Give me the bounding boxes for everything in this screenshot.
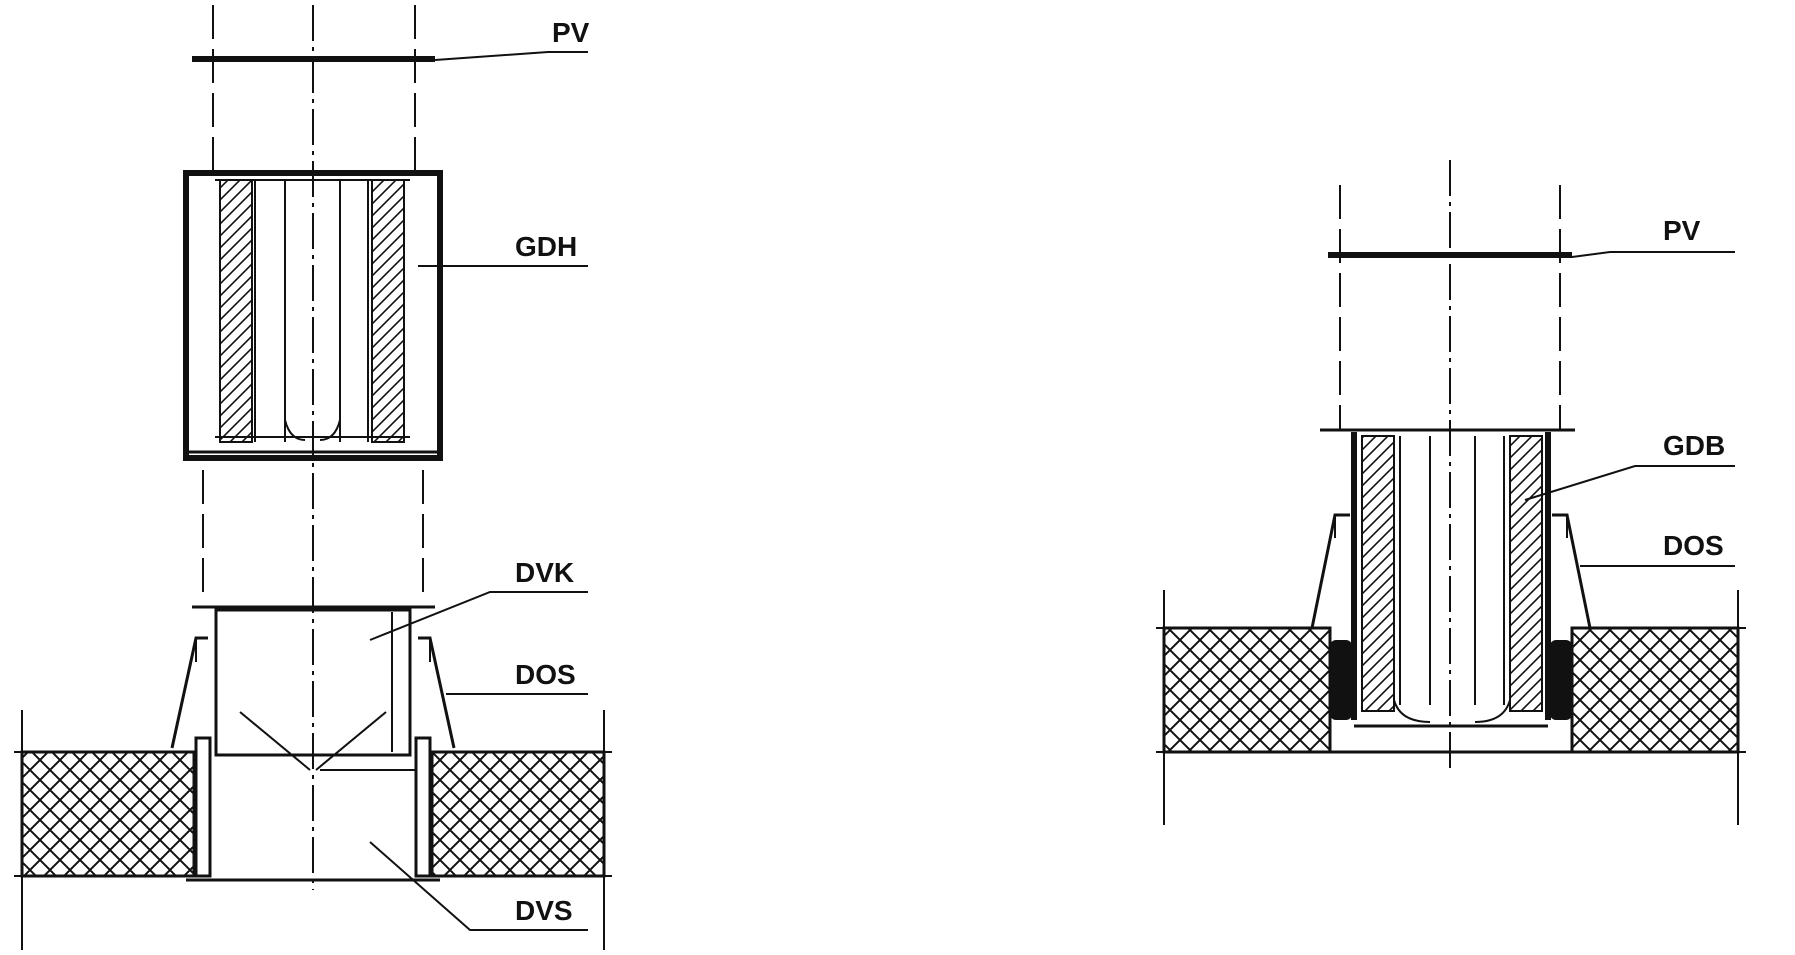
left-dvs-sleeve: [186, 736, 440, 882]
label-dvs: DVS: [515, 895, 573, 926]
label-pv-left: PV: [552, 17, 590, 48]
leader-gdb: [1524, 465, 1735, 501]
right-gdb-filter: [1320, 428, 1575, 728]
right-assembly: PV GDB DOS: [1156, 160, 1746, 825]
label-gdh: GDH: [515, 231, 577, 262]
leader-dvs: [369, 841, 588, 931]
label-dvk: DVK: [515, 557, 574, 588]
leader-pv-left: [434, 51, 588, 61]
leader-dvk: [369, 591, 588, 641]
leader-pv-right: [1571, 251, 1735, 258]
left-assembly: PV GDH DVK DOS DVS: [14, 5, 612, 950]
label-gdb: GDB: [1663, 430, 1725, 461]
label-dos-right: DOS: [1663, 530, 1724, 561]
right-insulated-panel: [1156, 590, 1746, 825]
left-insulated-panel: [14, 710, 612, 950]
right-dos-collar: [1310, 513, 1592, 629]
label-dos-left: DOS: [515, 659, 576, 690]
left-dos-collar: [170, 636, 456, 749]
left-gdh-filter-box: [183, 170, 443, 461]
label-pv-right: PV: [1663, 215, 1701, 246]
left-dvk-valve: [192, 605, 435, 771]
